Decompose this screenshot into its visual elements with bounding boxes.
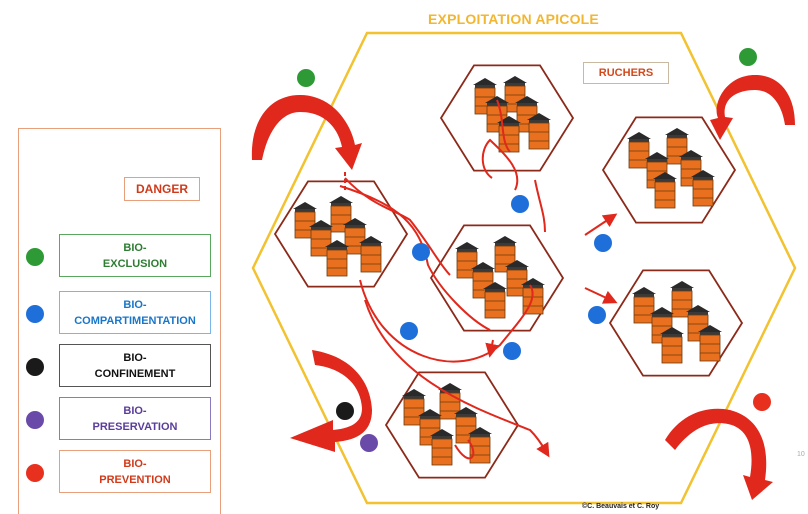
- legend-box-2: BIO- COMPARTIMENTATION: [59, 291, 211, 334]
- legend-line2: PRESERVATION: [92, 420, 178, 433]
- legend-dot-5: [26, 464, 44, 482]
- beehive-icon: [697, 324, 723, 362]
- danger-text: DANGER: [135, 182, 188, 196]
- legend-box-1: BIO- EXCLUSION: [59, 234, 211, 277]
- legend-line2: EXCLUSION: [102, 257, 168, 270]
- beehive-icon: [496, 115, 522, 153]
- blue-dot: [503, 342, 521, 360]
- beehive-icon: [324, 239, 350, 277]
- legend-dot-2: [26, 305, 44, 323]
- ruchers-label: RUCHERS: [583, 62, 669, 84]
- purple-dot: [360, 434, 378, 452]
- legend-line2: COMPARTIMENTATION: [74, 314, 196, 327]
- legend-line2: CONFINEMENT: [94, 367, 176, 380]
- beehive-icon: [526, 112, 552, 150]
- blue-dot: [412, 243, 430, 261]
- danger-arrows: [251, 75, 795, 500]
- legend-dot-3: [26, 358, 44, 376]
- beehive-icon: [429, 428, 455, 466]
- spread-paths: [339, 99, 618, 460]
- page-number: 10: [797, 451, 805, 458]
- beehive-icon: [358, 235, 384, 273]
- blue-dot: [588, 306, 606, 324]
- danger-arrow-bottom-left: [290, 350, 372, 452]
- beehive-icon: [652, 171, 678, 209]
- credit-text: ©C. Beauvais et C. Roy: [582, 503, 660, 510]
- legend-dot-4: [26, 411, 44, 429]
- black-dot: [336, 402, 354, 420]
- blue-dot: [511, 195, 529, 213]
- beehive-icon: [690, 169, 716, 207]
- scene-dots: [297, 48, 771, 452]
- legend-line1: BIO-: [123, 351, 147, 364]
- green-dot: [297, 69, 315, 87]
- danger-label: DANGER: [124, 177, 200, 201]
- legend-line1: BIO-: [123, 298, 147, 311]
- red-dot: [753, 393, 771, 411]
- diagram-title: EXPLOITATION APICOLE: [428, 11, 599, 27]
- legend-line1: BIO-: [123, 241, 147, 254]
- legend-dot-1: [26, 248, 44, 266]
- blue-dot: [400, 322, 418, 340]
- blue-dot: [594, 234, 612, 252]
- legend-box-3: BIO- CONFINEMENT: [59, 344, 211, 387]
- green-dot: [739, 48, 757, 66]
- beehive-icon: [659, 326, 685, 364]
- beehive-icon: [482, 281, 508, 319]
- legend-line1: BIO-: [123, 457, 147, 470]
- legend-line1: BIO-: [123, 404, 147, 417]
- legend-box-4: BIO- PRESERVATION: [59, 397, 211, 440]
- danger-arrow-top-right: [710, 75, 795, 140]
- danger-arrow-bottom-right: [665, 408, 773, 500]
- legend-line2: PREVENTION: [99, 473, 171, 486]
- farm-hexagon: [251, 31, 797, 505]
- danger-arrow-top-left: [251, 95, 362, 170]
- legend-box-5: BIO- PREVENTION: [59, 450, 211, 493]
